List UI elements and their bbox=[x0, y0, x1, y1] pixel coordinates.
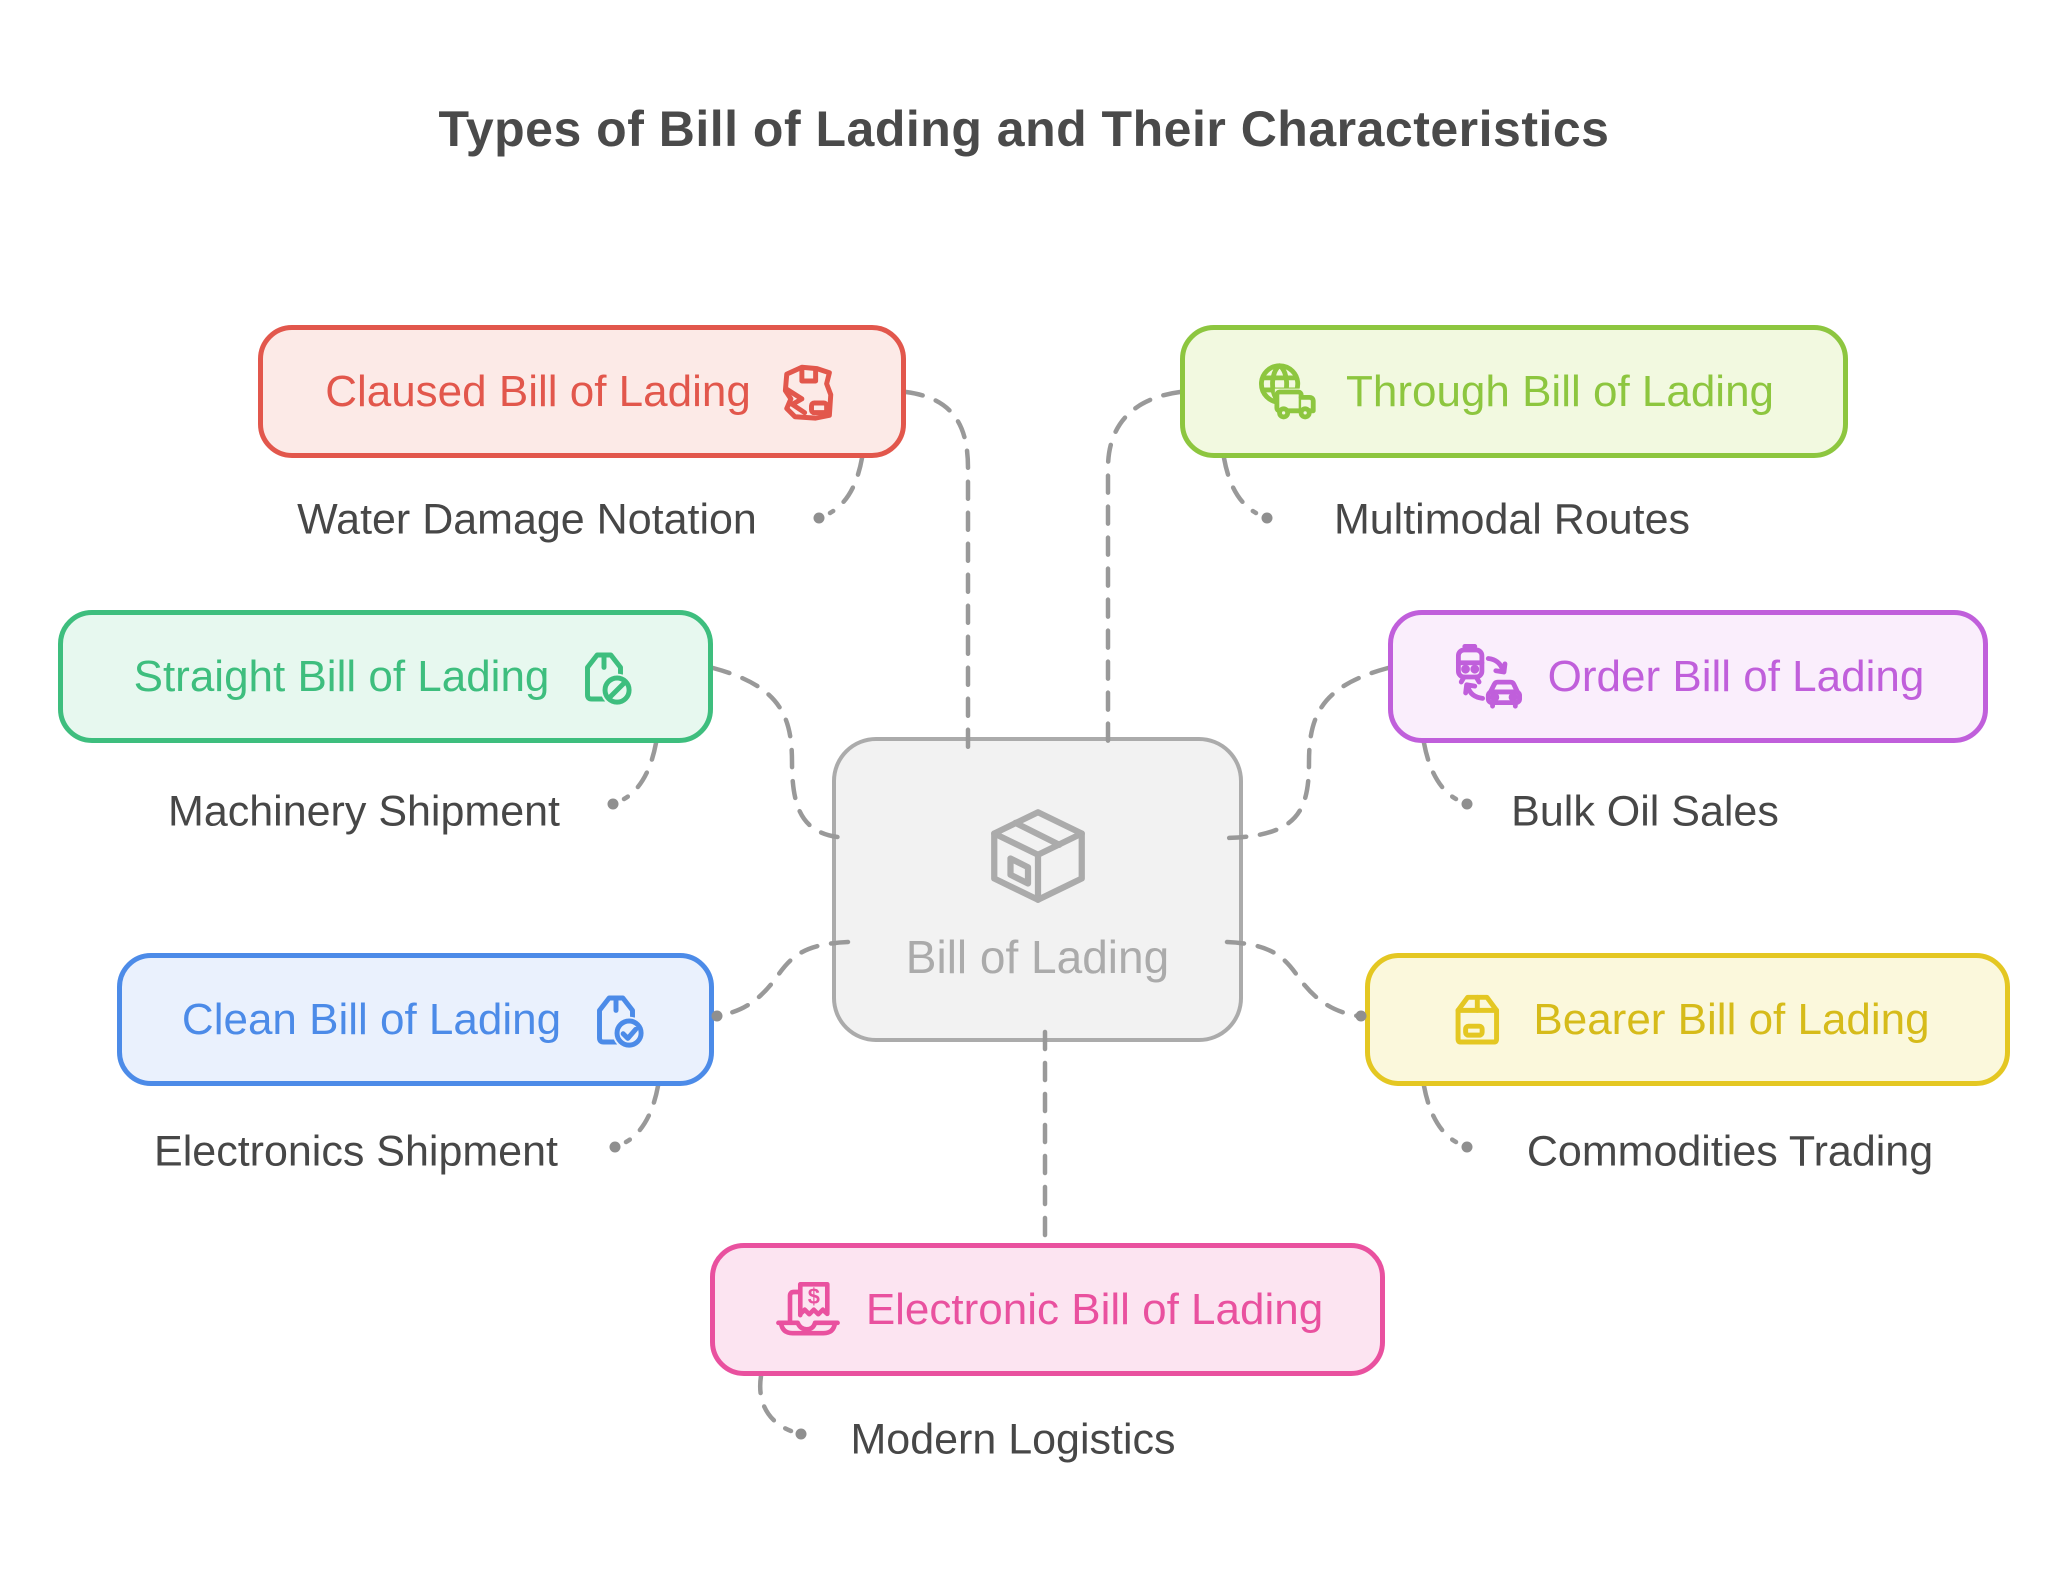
edge-bearer-subtitle bbox=[1421, 1083, 1459, 1145]
svg-text:$: $ bbox=[808, 1284, 820, 1309]
subtitle-claused: Water Damage Notation bbox=[297, 495, 757, 544]
edge-clean-subtitle bbox=[623, 1083, 661, 1145]
edge-through-center bbox=[1105, 389, 1183, 757]
node-label: Through Bill of Lading bbox=[1345, 366, 1775, 416]
subtitle-bearer: Commodities Trading bbox=[1526, 1127, 1934, 1176]
subtitle-order: Bulk Oil Sales bbox=[1511, 787, 1779, 836]
central-node-label: Bill of Lading bbox=[905, 930, 1170, 983]
node-order-bill-of-lading: Order Bill of Lading bbox=[1388, 610, 1988, 743]
globe-truck-icon bbox=[1258, 362, 1316, 419]
damaged-package-icon bbox=[782, 364, 834, 421]
subtitle-electronic: Modern Logistics bbox=[850, 1415, 1176, 1464]
subtitle-clean: Electronics Shipment bbox=[154, 1127, 558, 1176]
central-node-bill-of-lading: Bill of Lading bbox=[832, 737, 1243, 1042]
subtitle-through: Multimodal Routes bbox=[1333, 495, 1691, 544]
laptop-receipt-icon: $ bbox=[775, 1281, 840, 1335]
node-claused-bill-of-lading: Claused Bill of Lading bbox=[258, 325, 906, 458]
page-title: Types of Bill of Lading and Their Charac… bbox=[438, 101, 1610, 157]
edge-claused-subtitle bbox=[827, 455, 865, 516]
node-straight-bill-of-lading: Straight Bill of Lading bbox=[58, 610, 713, 743]
node-bearer-bill-of-lading: Bearer Bill of Lading bbox=[1365, 953, 2010, 1086]
edge-center-bearer bbox=[1224, 939, 1361, 1019]
package-icon bbox=[1455, 994, 1500, 1044]
subtitle-straight: Machinery Shipment bbox=[168, 787, 560, 836]
node-label: Electronic Bill of Lading bbox=[865, 1284, 1324, 1334]
node-label: Clean Bill of Lading bbox=[181, 994, 562, 1044]
edge-electronic-subtitle bbox=[757, 1373, 794, 1434]
node-label: Straight Bill of Lading bbox=[133, 651, 550, 701]
node-label: Order Bill of Lading bbox=[1547, 651, 1925, 701]
edge-straight-center bbox=[710, 665, 851, 841]
edge-through-subtitle bbox=[1221, 455, 1259, 516]
node-through-bill-of-lading: Through Bill of Lading bbox=[1180, 325, 1848, 458]
train-car-transfer-icon bbox=[1455, 643, 1522, 709]
node-electronic-bill-of-lading: $ Electronic Bill of Lading bbox=[710, 1243, 1385, 1376]
node-clean-bill-of-lading: Clean Bill of Lading bbox=[117, 953, 714, 1086]
edge-claused-center bbox=[903, 389, 971, 757]
package-check-icon bbox=[597, 995, 646, 1050]
package-blocked-icon bbox=[585, 652, 634, 707]
node-label: Bearer Bill of Lading bbox=[1533, 994, 1930, 1044]
node-label: Claused Bill of Lading bbox=[325, 366, 751, 416]
edge-order-subtitle bbox=[1421, 740, 1459, 802]
edge-straight-subtitle bbox=[621, 740, 659, 802]
edge-order-center bbox=[1224, 665, 1391, 841]
edge-center-clean bbox=[717, 939, 851, 1018]
package-3d-icon bbox=[990, 808, 1085, 903]
